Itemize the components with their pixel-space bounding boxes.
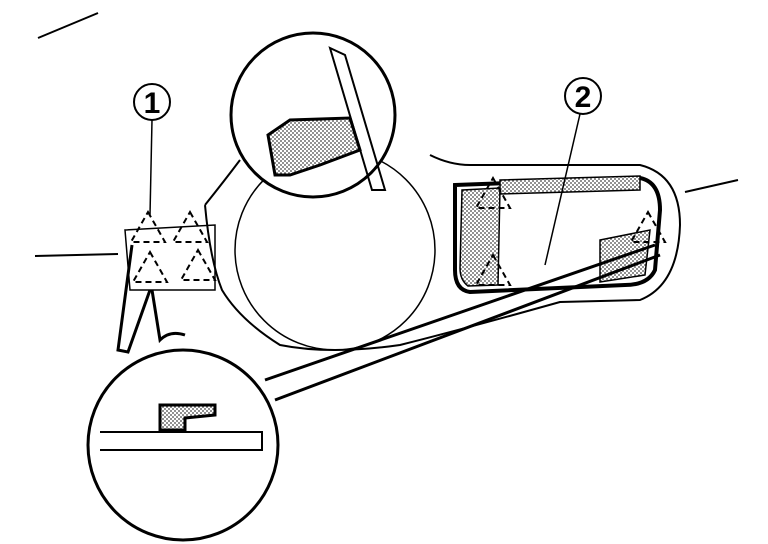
leader-line (264, 243, 661, 402)
detail-circle-top (229, 31, 397, 199)
bezel-hatch (499, 175, 641, 195)
callout-label-2: 2 (575, 81, 592, 114)
clip-area (124, 224, 216, 291)
detail-circle-bottom (86, 348, 280, 542)
clip-markers (129, 175, 667, 286)
callout-label-1: 1 (144, 87, 161, 120)
handle-bezel-outline (453, 175, 663, 295)
background-line (37, 12, 99, 39)
callout-leader-2 (544, 113, 581, 266)
callout-circle-2 (564, 77, 602, 115)
background-line (684, 179, 739, 193)
clip-section (158, 403, 217, 432)
callout-leader-1 (149, 119, 153, 216)
leader-line (150, 289, 186, 344)
leader-line (116, 244, 152, 354)
background-line (34, 253, 119, 257)
panel-section (100, 431, 263, 451)
clip-detail (266, 116, 362, 177)
